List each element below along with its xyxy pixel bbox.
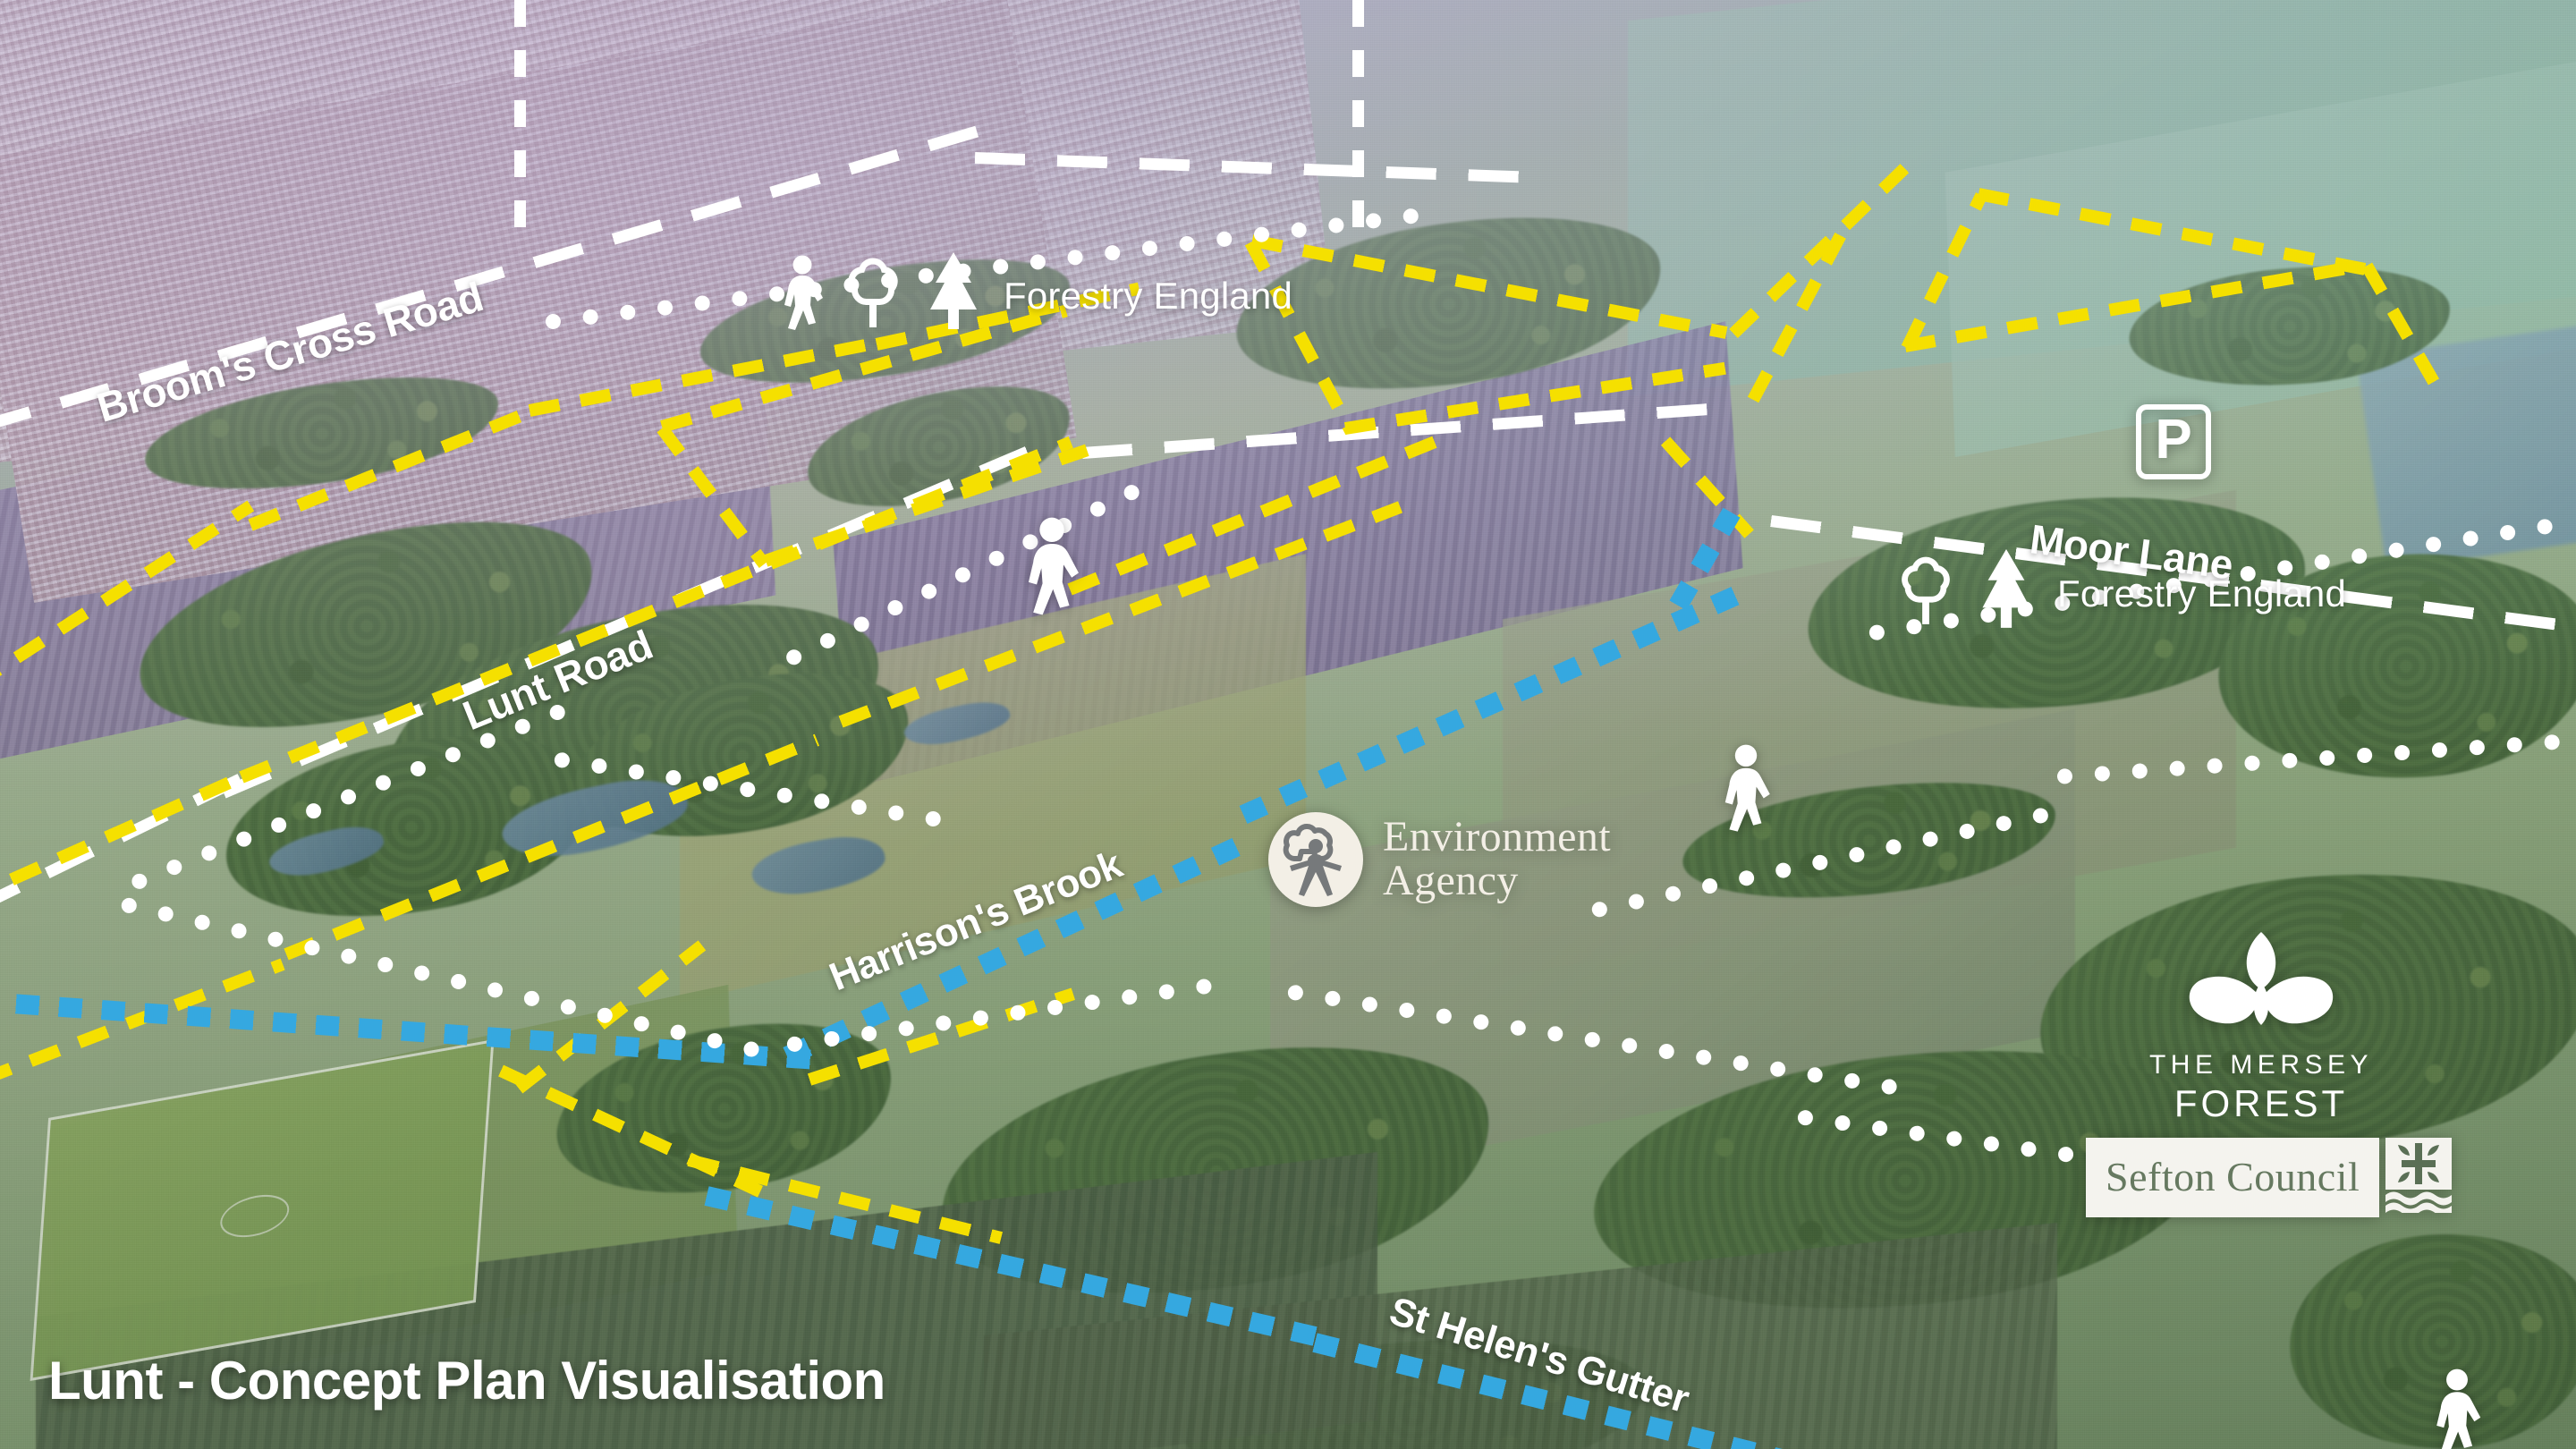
sefton-council-crest-icon [2385,1138,2453,1217]
conifer-tree-icon [919,250,987,341]
sefton-council-bar: Sefton Council [2086,1138,2380,1217]
mersey-forest-line1: THE MERSEY [2148,1050,2374,1080]
poi-label: Forestry England [1004,274,1293,317]
pitch-centre-circle [218,1190,291,1243]
environment-agency-mark-icon [1268,812,1363,907]
environment-agency-wordmark: Environment Agency [1383,813,1612,904]
sefton-council-wordmark: Sefton Council [2106,1153,2360,1199]
site-extent-marker [514,0,526,242]
parking-letter: P [2155,409,2192,470]
car-park-marker[interactable]: P [2136,404,2211,479]
environment-agency-line1: Environment [1383,813,1612,861]
walking-person-icon [1020,517,1084,617]
mersey-forest-line2: FOREST [2174,1082,2349,1124]
environment-agency-line2: Agency [1383,857,1519,904]
walking-person-icon [778,255,826,336]
poi-label: Forestry England [2057,572,2347,614]
walking-person-icon [1717,744,1775,834]
poi-forestry-england-east: Forestry England [1896,547,2346,640]
poi-forestry-england-north: Forestry England [778,250,1292,341]
environment-agency-logo: Environment Agency [1268,812,1611,907]
broadleaf-tree-icon [1896,555,1955,632]
page-title: Lunt - Concept Plan Visualisation [48,1351,886,1411]
broadleaf-tree-icon [843,256,903,335]
walking-person-icon [2429,1368,2485,1449]
sefton-council-logo: Sefton Council [2086,1138,2453,1217]
conifer-tree-icon [1971,547,2041,640]
mersey-forest-leaf-icon [2109,930,2413,1045]
site-extent-marker [1352,0,1364,238]
mersey-forest-logo: THE MERSEY FOREST [2109,930,2413,1125]
